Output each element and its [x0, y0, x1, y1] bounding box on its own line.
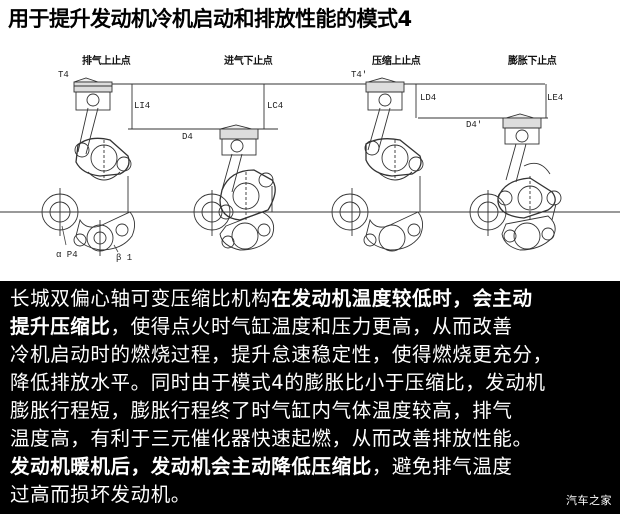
dim-label-lc4: LC4 [267, 101, 284, 111]
dim-label-t4-prime: T4' [351, 70, 368, 80]
mechanism-line-drawing [0, 77, 620, 256]
description-line: 温度高，有利于三元催化器快速起燃，从而改善排放性能。 [10, 427, 533, 450]
dim-label-d4-prime: D4' [466, 120, 483, 130]
stage-label-expansion-bdc: 膨胀下止点 [508, 56, 557, 67]
description-line: 提升压缩比，使得点火时气缸温度和压力更高，从而改善 [10, 315, 513, 338]
description-line: 膨胀行程短，膨胀行程终了时气缸内气体温度较高，排气 [10, 399, 513, 422]
dim-label-le4: LE4 [547, 93, 564, 103]
piston-stage-4 [469, 113, 562, 251]
description-line: 发动机暖机后，发动机会主动降低压缩比，避免排气温度 [10, 455, 513, 478]
page-title: 用于提升发动机冷机启动和排放性能的模式4 [8, 7, 412, 31]
description-box: 长城双偏心轴可变压缩比机构在发动机温度较低时，会主动 提升压缩比，使得点火时气缸… [0, 281, 620, 514]
piston-stage-3 [331, 77, 424, 252]
watermark: 汽车之家 [566, 494, 612, 507]
dim-label-d4: D4 [182, 132, 193, 142]
stage-label-exhaust-tdc: 排气上止点 [82, 56, 131, 67]
description-line: 过高而损坏发动机。 [10, 483, 191, 506]
description-line: 长城双偏心轴可变压缩比机构在发动机温度较低时，会主动 [10, 287, 533, 310]
dim-label-beta-1: β 1 [116, 253, 133, 263]
stage-label-intake-bdc: 进气下止点 [224, 56, 273, 67]
stage-label-compression-tdc: 压缩上止点 [372, 56, 421, 67]
dim-label-t4: T4 [58, 70, 69, 80]
engine-mode-diagram: 排气上止点 进气下止点 压缩上止点 膨胀下止点 T4 LI4 LC4 D4 T4… [0, 40, 620, 281]
description-line: 冷机启动时的燃烧过程，提升怠速稳定性，使得燃烧更充分， [10, 343, 553, 366]
dim-label-ld4: LD4 [420, 93, 437, 103]
description-paragraph: 长城双偏心轴可变压缩比机构在发动机温度较低时，会主动 提升压缩比，使得点火时气缸… [10, 285, 616, 509]
description-line: 降低排放水平。同时由于模式4的膨胀比小于压缩比，发动机 [10, 371, 546, 394]
dim-label-alpha-p4: α P4 [56, 250, 78, 260]
piston-stage-2 [193, 124, 276, 251]
piston-stage-1 [41, 77, 135, 256]
dim-label-li4: LI4 [134, 101, 151, 111]
